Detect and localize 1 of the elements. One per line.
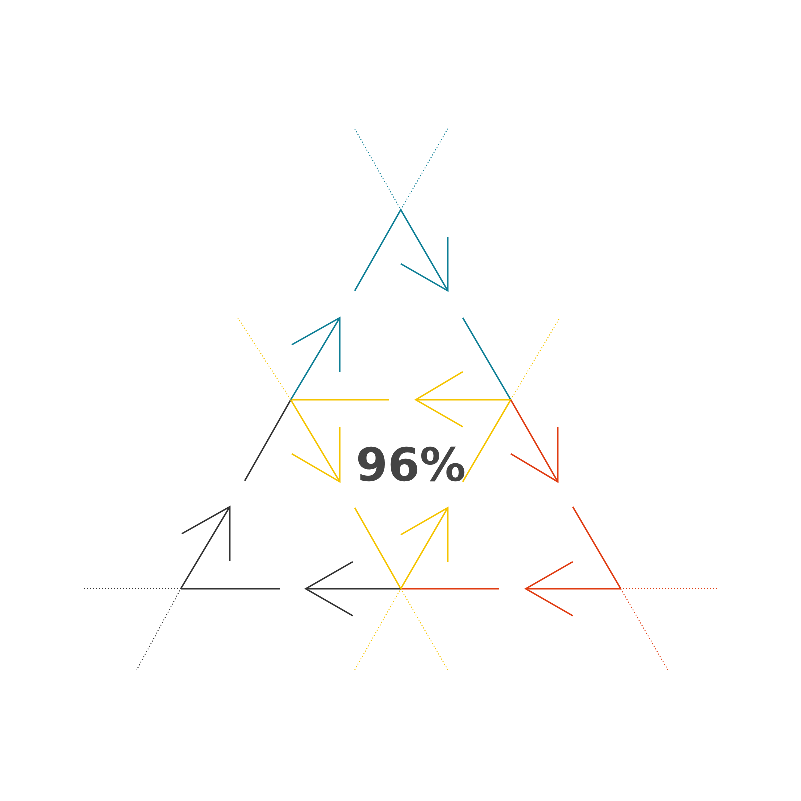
percentage-value: 96% xyxy=(356,442,466,488)
